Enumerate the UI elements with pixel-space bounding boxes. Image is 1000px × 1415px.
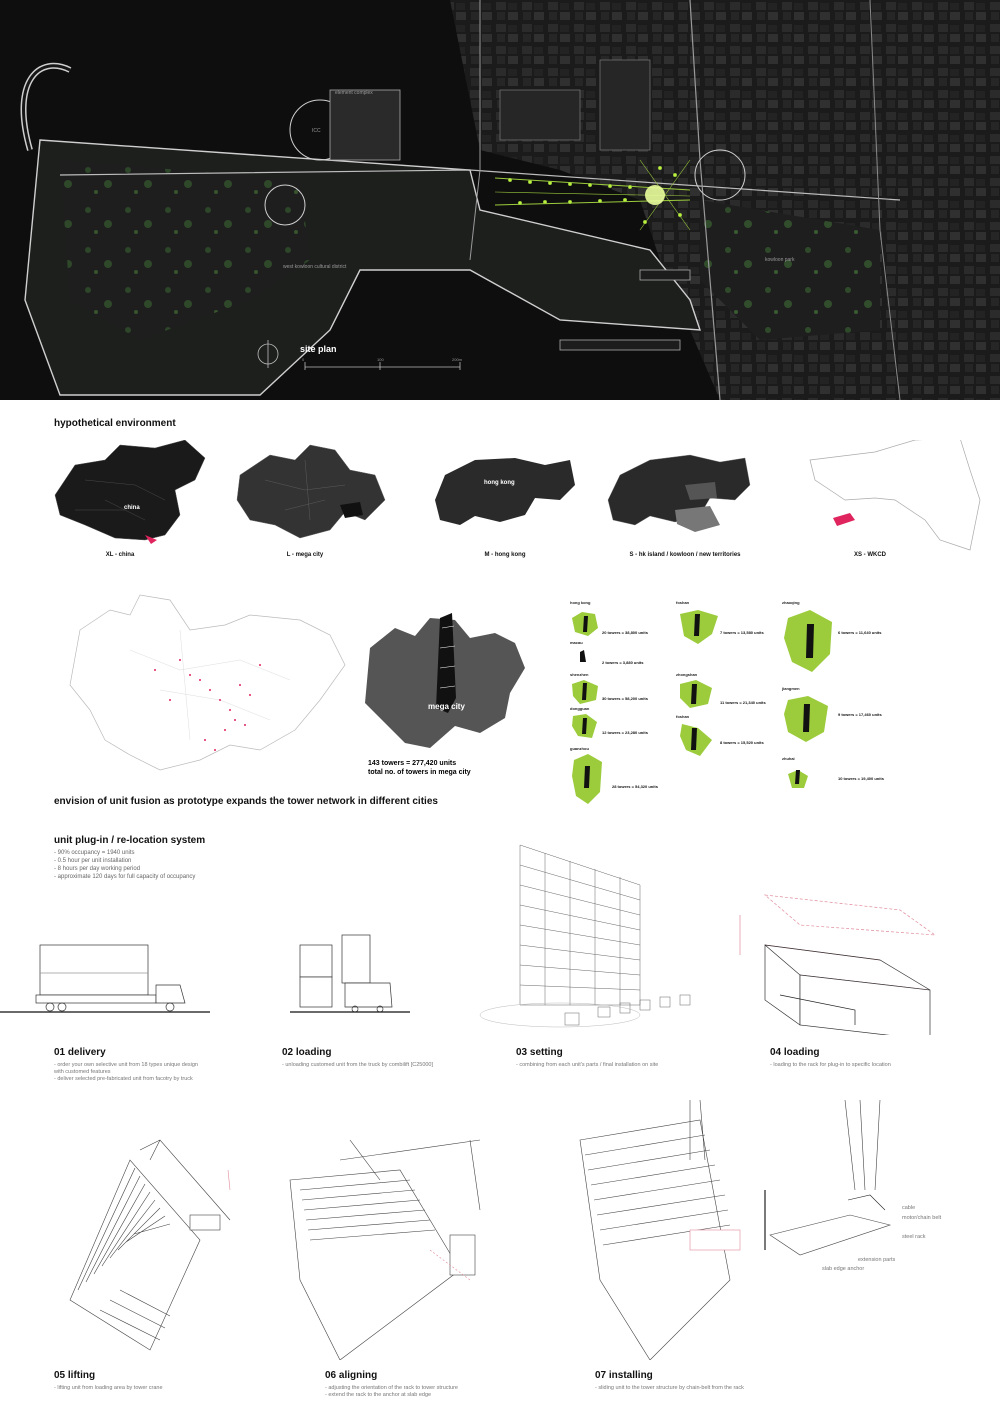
scale-tick: 100 xyxy=(377,357,384,362)
site-plan-title: site plan xyxy=(300,344,337,354)
map-caption: L - mega city xyxy=(286,552,324,558)
detail-label: motor/chain belt xyxy=(902,1215,942,1221)
detail-label: extension parts xyxy=(858,1257,896,1263)
steps-row1-drawings xyxy=(0,844,937,1035)
city-foshan-south: foshan 8 towers = 15,520 units xyxy=(676,714,776,759)
plugin-bullets: - 90% occupancy = 1940 units - 0.5 hour … xyxy=(54,850,196,880)
city-zhongshan: zhongshan 11 towers = 21,340 units xyxy=(676,672,776,712)
section-title-plugin: unit plug-in / re-location system xyxy=(54,835,206,846)
tower-aligning-illustration xyxy=(289,1139,481,1360)
site-label: element complex xyxy=(335,90,373,96)
detail-label: slab edge anchor xyxy=(822,1266,865,1272)
city-shenzhen: shenzhen 30 towers = 58,200 units xyxy=(570,672,665,712)
mega-city-label: mega city xyxy=(428,702,465,711)
city-zhaoqing: zhaoqing 6 towers = 11,640 units xyxy=(782,600,892,680)
steps-row2-drawings xyxy=(69,1100,892,1360)
map-china xyxy=(54,440,206,544)
city-zhuhai: zhuhai 10 towers = 19,400 units xyxy=(782,756,892,796)
rack-illustration xyxy=(739,894,937,1035)
step-title: 01 delivery xyxy=(54,1047,106,1058)
step-title: 04 loading xyxy=(770,1047,820,1058)
map-mega-city xyxy=(236,444,386,539)
mega-city-total-caption: total no. of towers in mega city xyxy=(368,769,471,776)
city-dongguan: dongguan 12 towers = 23,280 units xyxy=(570,706,665,746)
scale-tick: 200m xyxy=(452,357,463,362)
mega-city-map xyxy=(365,613,525,748)
city-macau: macau 2 towers = 3,880 units xyxy=(570,640,644,665)
detail-label: cable xyxy=(902,1205,916,1211)
mega-city-tower-distribution xyxy=(69,594,346,771)
map-caption: M - hong kong xyxy=(484,552,526,558)
map-wkcd xyxy=(809,440,981,551)
map-caption: S - hk island / kowloon / new territorie… xyxy=(629,552,741,558)
step-title: 03 setting xyxy=(516,1047,563,1058)
forklift-illustration xyxy=(290,934,410,1013)
city-foshan: foshan 7 towers = 13,580 units xyxy=(676,600,776,645)
map-inner-label: hong kong xyxy=(484,480,515,486)
section-title-hypothetical: hypothetical environment xyxy=(54,418,176,429)
city-hong-kong: hong kong 20 towers = 38,800 units xyxy=(570,600,648,636)
tower-frame-illustration xyxy=(479,844,691,1028)
scale-tick: 0 xyxy=(302,357,305,362)
step-desc: - lifting unit from loading area by towe… xyxy=(54,1385,163,1391)
step-desc: - sliding unit to the tower structure by… xyxy=(595,1385,744,1391)
mega-city-total: 143 towers = 277,420 units xyxy=(368,760,457,767)
site-plan-map xyxy=(0,0,1000,400)
step-title: 05 lifting xyxy=(54,1370,96,1381)
step-title: 06 aligning xyxy=(325,1370,378,1381)
step-desc: - loading to the rack for plug-in to spe… xyxy=(770,1062,891,1068)
site-label: ICC xyxy=(312,128,321,134)
site-label: west kowloon cultural district xyxy=(283,264,347,270)
step-desc: - unloading customed unit from the truck… xyxy=(282,1062,434,1068)
envision-caption: envision of unit fusion as prototype exp… xyxy=(54,796,438,807)
site-label: kowloon park xyxy=(765,257,795,263)
city-jiangmen: jiangmen 9 towers = 17,460 units xyxy=(782,686,892,746)
scale-maps xyxy=(54,440,981,551)
detail-label: steel rack xyxy=(902,1234,926,1240)
site-plan-panel: site plan element complex ICC west kowlo… xyxy=(0,0,1000,400)
step-title: 07 installing xyxy=(595,1370,653,1381)
tower-lifting-illustration xyxy=(69,1139,231,1351)
step-desc: - order your own selective unit from 18 … xyxy=(54,1062,198,1082)
step-desc: - combining from each unit's parts / fin… xyxy=(516,1062,659,1068)
step-title: 02 loading xyxy=(282,1047,332,1058)
map-caption: XL - china xyxy=(105,552,135,558)
tower-network-highlight xyxy=(494,159,691,231)
rack-detail-illustration xyxy=(764,1100,892,1256)
tower-installing-illustration xyxy=(579,1100,741,1360)
map-caption: XS - WKCD xyxy=(854,552,886,558)
step-desc: - adjusting the orientation of the rack … xyxy=(325,1385,458,1398)
map-hk-districts xyxy=(607,454,751,532)
map-inner-label: china xyxy=(124,505,140,511)
truck-illustration xyxy=(0,944,210,1013)
city-guanzhou: guanzhou 28 towers = 54,320 units xyxy=(570,746,665,806)
map-hong-kong xyxy=(435,458,575,525)
